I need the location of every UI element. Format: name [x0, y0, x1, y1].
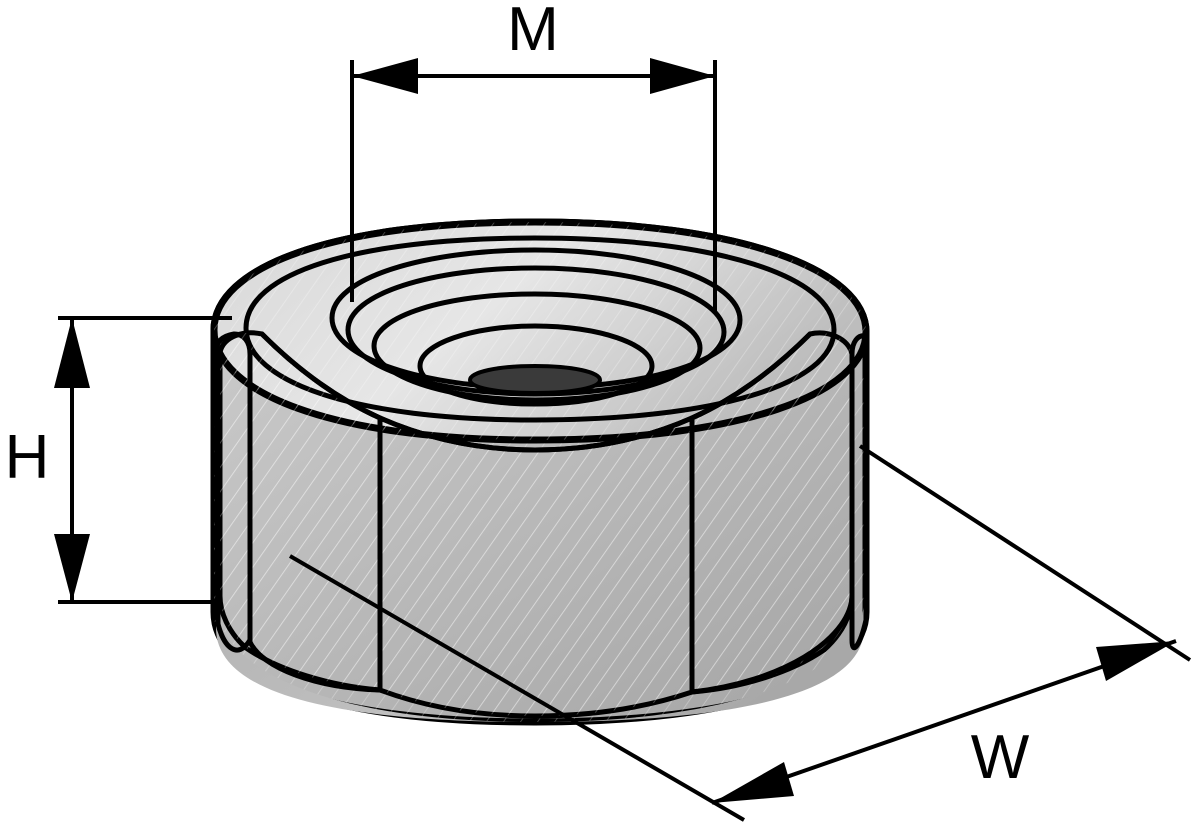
hex-facet-right-hatch [692, 332, 852, 692]
dimension-M-arrowhead-left [352, 58, 418, 94]
hex-facet-left-hatch [220, 332, 380, 690]
dimension-W-arrowhead-upper-right [1096, 641, 1176, 681]
hex-facet-far-right [849, 333, 869, 651]
bore-bottom-slit [467, 363, 603, 396]
chamfer-arc-left [259, 331, 383, 421]
dimension-W-leader-line-upper [858, 444, 1192, 662]
hex-nut-body [210, 218, 870, 726]
bore-mouth-ellipse [329, 247, 743, 391]
dimension-W-arrowhead-lower-left [712, 762, 794, 803]
bottom-fillet-left [247, 639, 383, 693]
dimension-H: H [5, 316, 232, 604]
dimension-W: W [288, 444, 1192, 822]
dimension-H-label: H [5, 423, 50, 492]
dimension-W-label: W [971, 723, 1030, 792]
dimension-H-arrowhead-bottom [54, 534, 90, 602]
dimension-M: M [350, 0, 717, 312]
dimension-M-arrowhead-right [650, 58, 715, 94]
chamfer-arc-right [689, 331, 813, 421]
nut-top-flat-face [243, 235, 837, 423]
hex-facet-front-hatch [380, 418, 692, 716]
thread-ring-1 [345, 265, 727, 397]
dimension-W-line [711, 639, 1177, 805]
chamfer-arc-center-right [532, 415, 695, 453]
chamfer-arc-center-left [377, 415, 538, 453]
dimension-M-label: M [507, 0, 559, 64]
thread-ring-3 [417, 323, 655, 407]
dimension-W-leader-line-lower [288, 554, 746, 822]
dimension-H-arrowhead-top [54, 318, 90, 388]
bottom-fillet-right [689, 595, 855, 695]
